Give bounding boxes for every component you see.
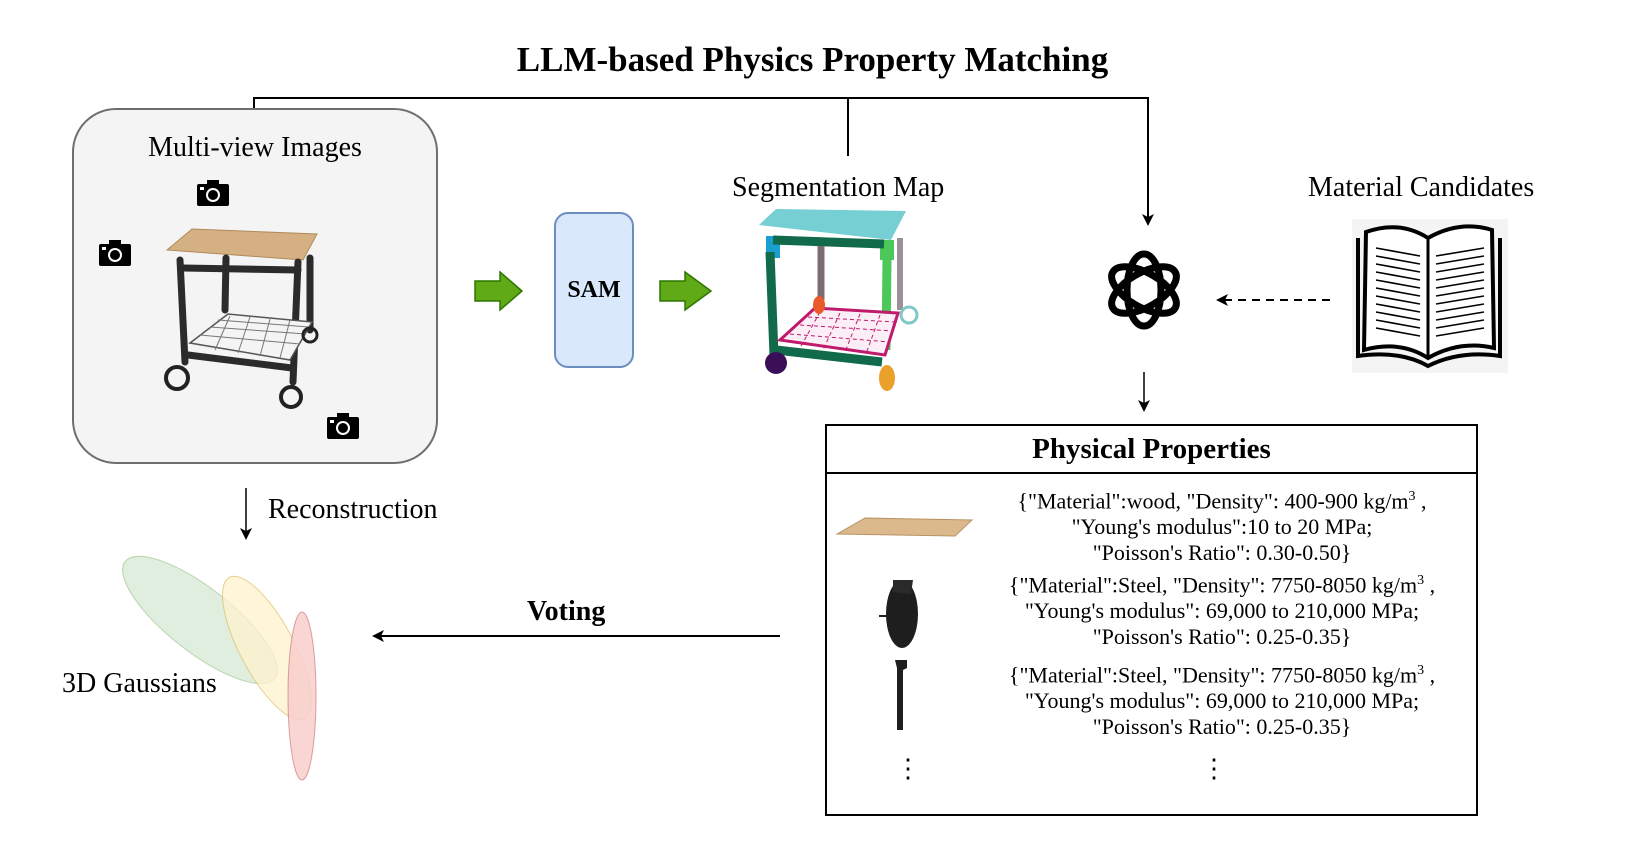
voting-label: Voting xyxy=(527,596,606,627)
leg-thumbnail xyxy=(895,660,907,730)
property-line2: "Young's modulus":10 to 20 MPa; xyxy=(1071,514,1373,540)
matching-bus-line xyxy=(253,97,1154,226)
text-ellipsis: ⋮ xyxy=(1201,754,1227,783)
gaussians-figure xyxy=(122,555,317,781)
multiview-label: Multi-view Images xyxy=(148,132,362,163)
table-top-thumbnail xyxy=(835,517,974,537)
segmentation-map-label: Segmentation Map xyxy=(732,172,945,203)
property-line3: "Poisson's Ratio": 0.25-0.35} xyxy=(1092,714,1352,740)
physical-properties-panel: Physical Properties {"Material":wood, "D… xyxy=(825,424,1478,816)
property-line2: "Young's modulus": 69,000 to 210,000 MPa… xyxy=(1024,688,1420,714)
green-arrow-from-sam xyxy=(659,270,713,312)
diagram-title: LLM-based Physics Property Matching xyxy=(516,40,1109,79)
property-line1: {"Material":Steel, "Density": 7750-8050 … xyxy=(1008,662,1418,688)
sam-label: SAM xyxy=(567,276,621,303)
gaussians-label: 3D Gaussians xyxy=(62,668,217,699)
green-arrow-to-sam xyxy=(474,270,524,312)
sam-block: SAM xyxy=(554,212,634,368)
property-line2: "Young's modulus": 69,000 to 210,000 MPa… xyxy=(1024,598,1420,624)
gaussian-red xyxy=(287,611,317,781)
physical-properties-title: Physical Properties xyxy=(827,426,1476,474)
multiview-images-panel xyxy=(72,108,438,464)
reconstruction-label: Reconstruction xyxy=(268,494,438,525)
property-line3: "Poisson's Ratio": 0.25-0.35} xyxy=(1092,624,1352,650)
property-line3: "Poisson's Ratio": 0.30-0.50} xyxy=(1092,540,1352,566)
property-line1: {"Material":Steel, "Density": 7750-8050 … xyxy=(1008,572,1418,598)
property-line1: {"Material":wood, "Density": 400-900 kg/… xyxy=(1017,488,1409,514)
thumbnail-ellipsis: ⋮ xyxy=(895,754,921,783)
wheel-thumbnail xyxy=(879,580,918,648)
material-candidates-label: Material Candidates xyxy=(1308,172,1535,203)
